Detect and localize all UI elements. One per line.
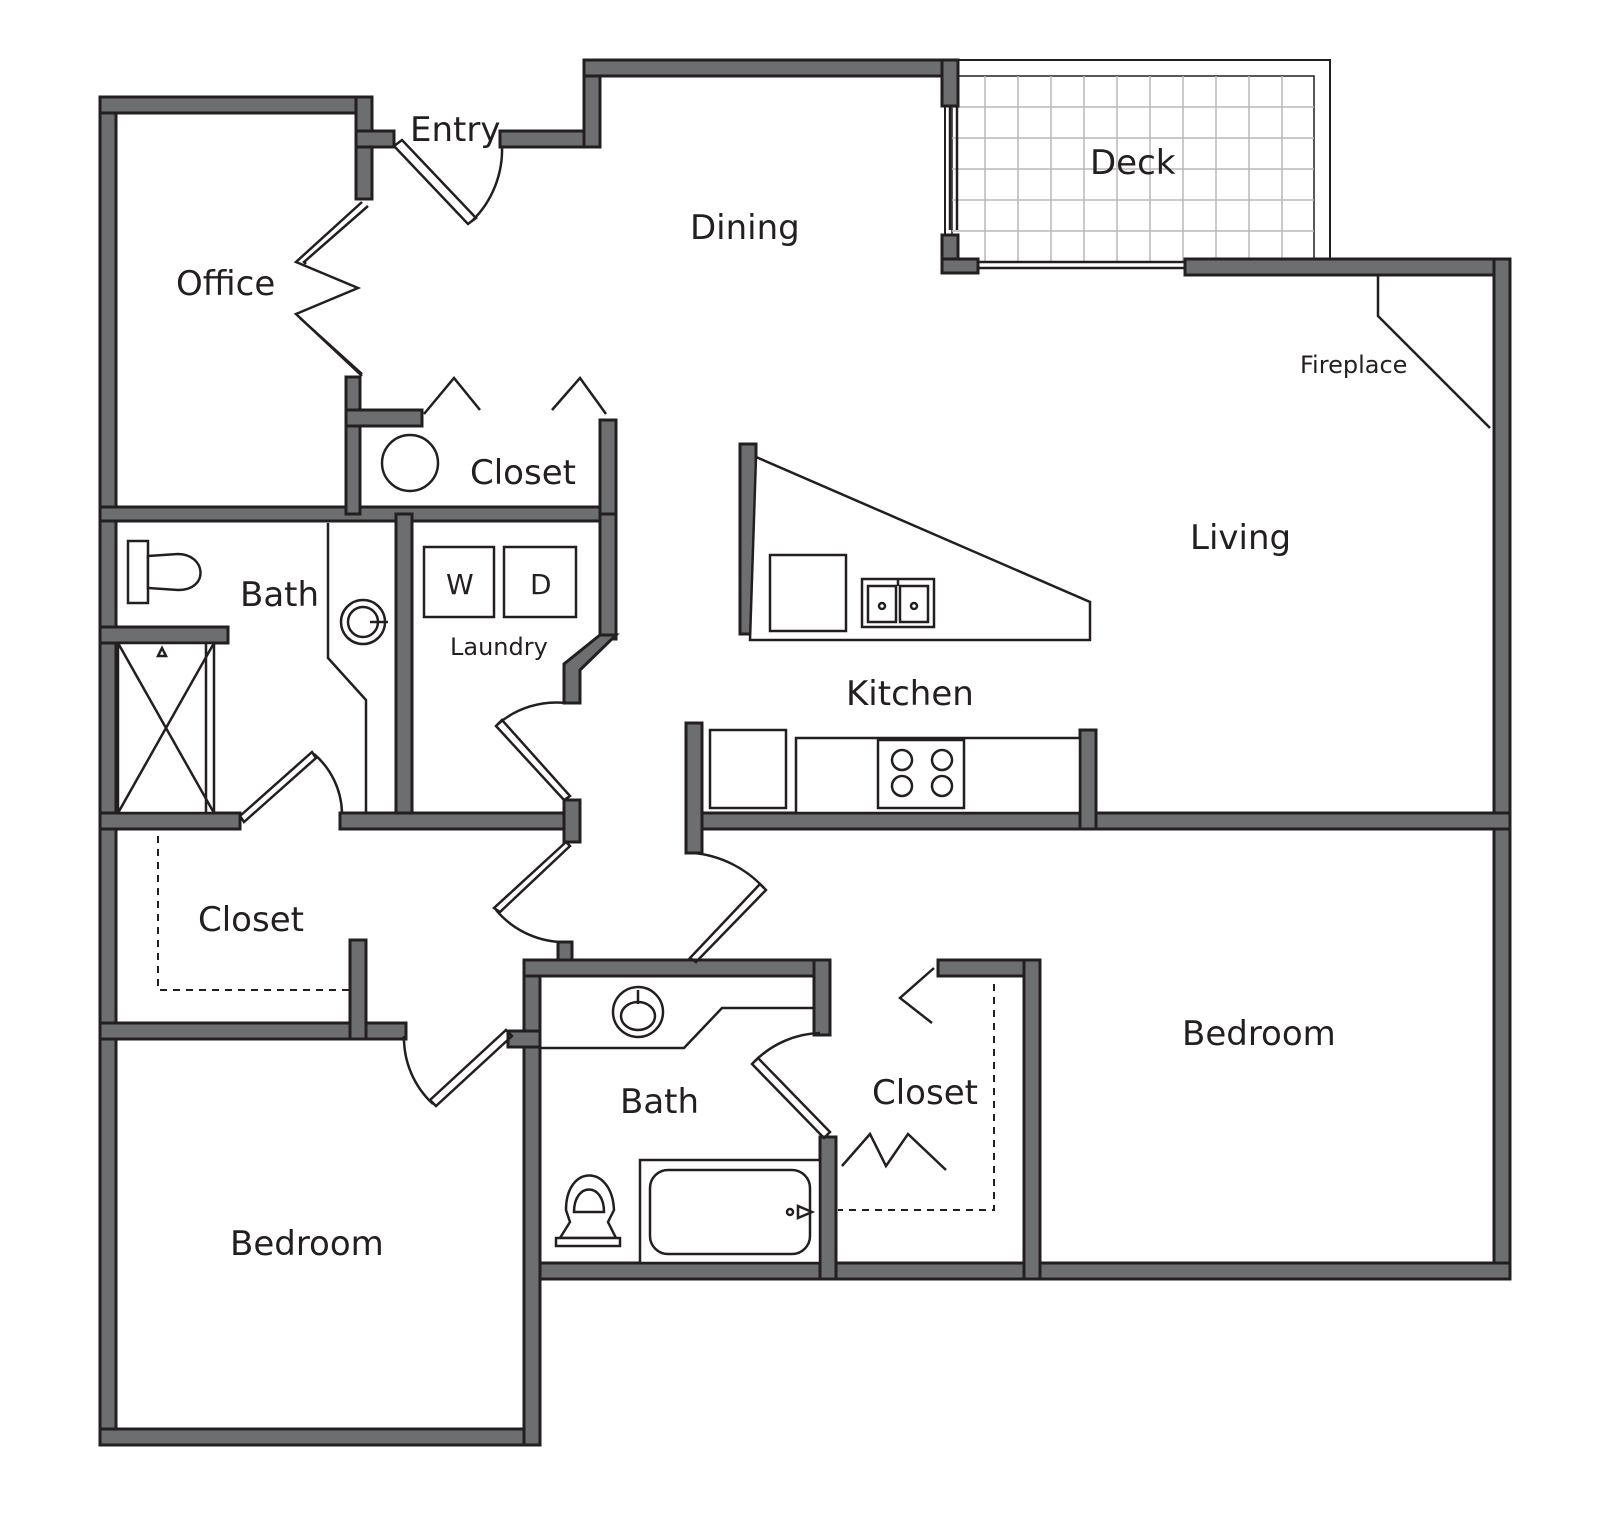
center-bath-vanity bbox=[540, 985, 814, 1050]
right-closet-door bbox=[841, 967, 947, 1171]
laundry-door bbox=[494, 701, 572, 802]
dryer bbox=[502, 545, 578, 619]
kitchen-counter bbox=[708, 728, 1082, 815]
doors bbox=[238, 138, 947, 1171]
bathtub-icon bbox=[638, 1158, 822, 1265]
kitchen-sink-icon bbox=[860, 577, 936, 629]
label-living: Living bbox=[1190, 518, 1291, 558]
label-bath-center: Bath bbox=[620, 1082, 699, 1122]
cooktop-icon bbox=[876, 738, 966, 810]
label-bath-left: Bath bbox=[240, 575, 319, 615]
kitchen-peninsula bbox=[748, 455, 1092, 642]
fireplace-hearth bbox=[1376, 275, 1491, 429]
label-bedroom-left: Bedroom bbox=[230, 1224, 384, 1264]
label-washer: W bbox=[446, 568, 474, 601]
left-bath-door bbox=[238, 750, 344, 824]
entry-door bbox=[392, 138, 504, 226]
label-deck: Deck bbox=[1090, 143, 1176, 183]
refrigerator bbox=[708, 728, 788, 810]
label-office: Office bbox=[176, 264, 275, 304]
entry-closet-door bbox=[423, 375, 608, 415]
label-closet-left: Closet bbox=[198, 900, 304, 940]
fixtures bbox=[116, 275, 1491, 1265]
label-closet-right: Closet bbox=[872, 1073, 978, 1113]
label-dining: Dining bbox=[690, 208, 800, 248]
walls bbox=[98, 58, 1512, 1447]
deck-area bbox=[944, 59, 1331, 270]
hall-door bbox=[491, 840, 572, 944]
label-entry: Entry bbox=[410, 110, 500, 150]
water-heater-icon bbox=[380, 433, 440, 493]
label-bedroom-right: Bedroom bbox=[1182, 1014, 1336, 1054]
office-bifold-door bbox=[293, 201, 369, 377]
room-labels: Entry Dining Deck Office Closet Fireplac… bbox=[176, 110, 1407, 1264]
left-bedroom-door bbox=[402, 1028, 514, 1108]
label-dryer: D bbox=[530, 568, 552, 601]
dishwasher bbox=[768, 553, 848, 633]
right-bedroom-door bbox=[688, 851, 768, 964]
label-fireplace: Fireplace bbox=[1300, 351, 1407, 379]
washer bbox=[422, 545, 496, 619]
center-toilet-icon bbox=[554, 1174, 622, 1248]
shower-stall bbox=[116, 641, 216, 815]
center-bath-door bbox=[750, 1031, 832, 1140]
toilet-icon bbox=[126, 539, 202, 605]
label-entry-closet: Closet bbox=[470, 453, 576, 493]
deck-grid bbox=[952, 76, 1314, 262]
closet-rod-right bbox=[838, 984, 995, 1211]
vanity-counter bbox=[326, 523, 388, 813]
label-laundry: Laundry bbox=[450, 633, 548, 661]
label-kitchen: Kitchen bbox=[846, 674, 974, 714]
